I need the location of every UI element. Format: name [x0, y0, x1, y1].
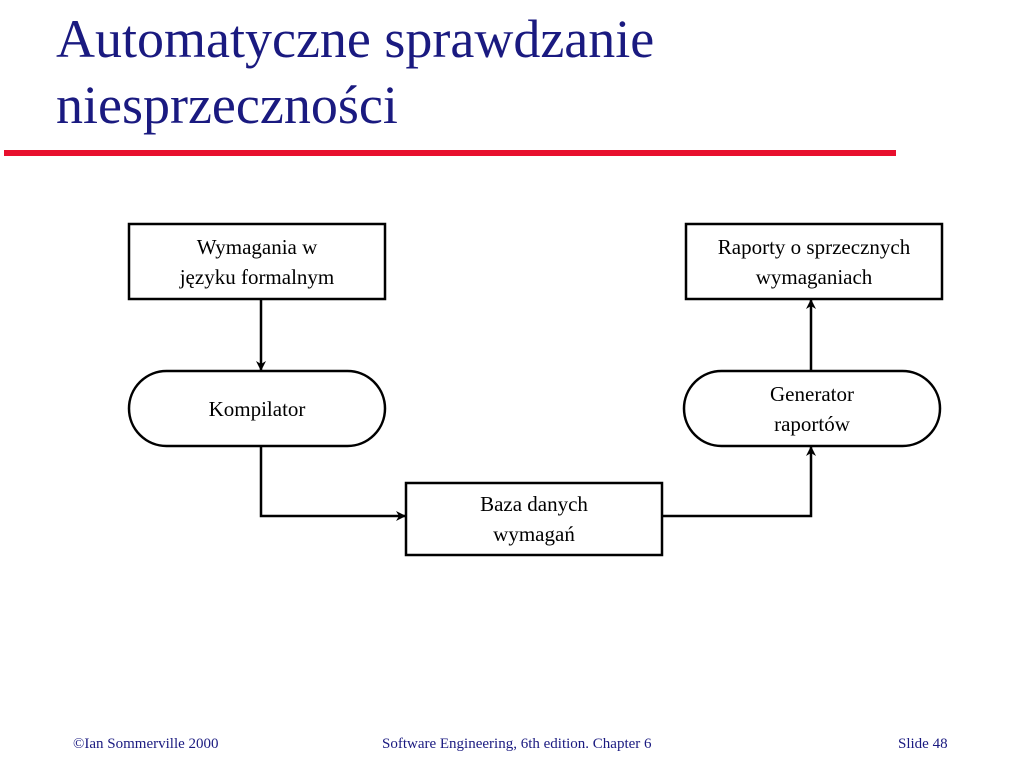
slide-title-line-1: Automatyczne sprawdzanie: [56, 9, 655, 69]
footer-slide-number: Slide 48: [898, 736, 948, 752]
label-formal-requirements-line-2: języku formalnym: [179, 264, 335, 289]
arrow-requirements-db-to-report-generator: [662, 446, 816, 518]
node-compiler: [127, 369, 387, 448]
label-conflict-reports: Raporty o sprzecznych wymaganiach: [686, 224, 942, 299]
node-requirements-db: [404, 481, 664, 557]
node-formal-requirements: [127, 222, 387, 301]
label-requirements-db-line-2: wymagań: [493, 522, 575, 546]
label-compiler-line-1: Kompilator: [208, 396, 306, 421]
footer-copyright: ©Ian Sommerville 2000: [73, 736, 219, 752]
label-report-generator-line-1: Generator: [770, 381, 854, 406]
label-conflict-reports-line-2: wymaganiach: [755, 264, 873, 289]
node-conflict-reports: [684, 222, 944, 301]
label-report-generator-line-2: raportów: [774, 411, 850, 436]
label-formal-requirements-line-1: Wymagania w: [196, 234, 318, 259]
slide-title-line-2: niesprzeczności: [56, 75, 398, 135]
label-formal-requirements: Wymagania w języku formalnym: [129, 224, 385, 299]
label-requirements-db: Baza danych wymagań: [406, 483, 662, 555]
title-underline: [4, 150, 896, 156]
label-report-generator: Generator raportów: [684, 371, 940, 446]
slide-title: Automatyczne sprawdzanie niesprzeczności: [56, 6, 956, 138]
label-requirements-db-line-1: Baza danych: [480, 492, 588, 516]
arrow-compiler-to-requirements-db: [259, 446, 406, 521]
label-conflict-reports-line-1: Raporty o sprzecznych: [717, 234, 911, 259]
footer-book-title: Software Engineering, 6th edition. Chapt…: [382, 736, 652, 752]
label-compiler: Kompilator: [129, 371, 385, 446]
